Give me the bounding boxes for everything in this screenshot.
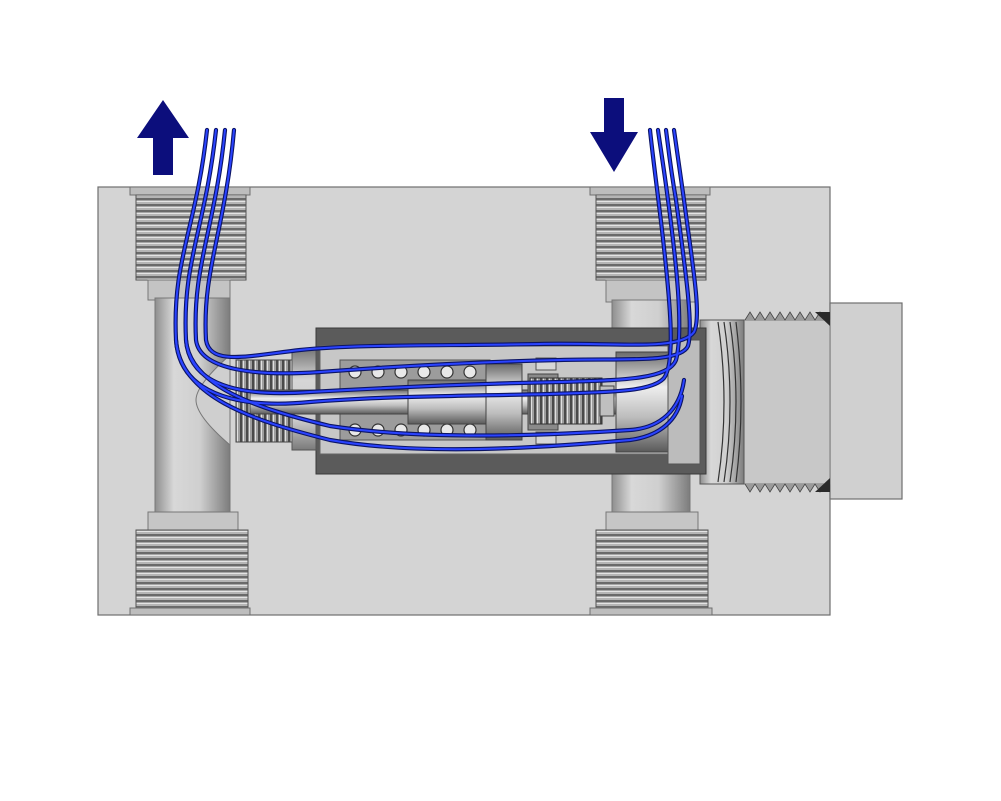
port-bottom-right [589,462,713,616]
port-bottom-left [129,511,251,616]
plug [615,339,701,465]
flow-lines [173,127,700,452]
left-vertical-passage [154,297,231,521]
inflow-arrow [590,98,638,172]
port-side-right [699,302,903,500]
port-top-left [129,186,251,301]
outflow-arrow [137,100,189,175]
adjustment-screw [529,377,615,425]
